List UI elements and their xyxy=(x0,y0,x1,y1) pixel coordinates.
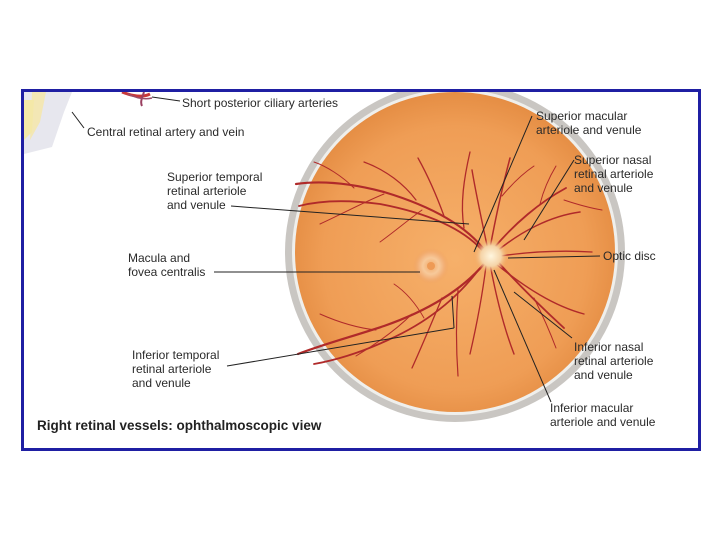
label-inferior-nasal-retinal-arteriole: Inferior nasal retinal arteriole and ven… xyxy=(574,340,653,382)
label-line: Inferior nasal xyxy=(574,340,644,354)
label-central-retinal-artery-and-vein: Central retinal artery and vein xyxy=(87,125,244,139)
fovea-centralis xyxy=(427,262,435,270)
label-line: fovea centralis xyxy=(128,265,206,279)
label-line: Superior macular xyxy=(536,109,628,123)
ciliary-artery-drawing xyxy=(121,92,153,107)
label-line: Superior nasal xyxy=(574,153,652,167)
label-line: and venule xyxy=(167,198,226,212)
fundus-illustration xyxy=(24,92,625,422)
figure-caption: Right retinal vessels: ophthalmoscopic v… xyxy=(37,418,322,433)
label-line: Inferior macular xyxy=(550,401,634,415)
label-inferior-temporal-retinal-arteriole: Inferior temporal retinal arteriole and … xyxy=(132,348,219,390)
label-line: retinal arteriole xyxy=(132,362,212,376)
label-line: retinal arteriole xyxy=(574,167,654,181)
figure-frame: Short posterior ciliary arteries Central… xyxy=(21,89,701,451)
eyeball-cross-section xyxy=(24,92,72,154)
label-line: Inferior temporal xyxy=(132,348,220,362)
label-line: retinal arteriole xyxy=(574,354,654,368)
fundus-retina xyxy=(295,92,615,412)
label-short-posterior-ciliary-arteries: Short posterior ciliary arteries xyxy=(182,96,338,110)
label-superior-temporal-retinal-arteriole: Superior temporal retinal arteriole and … xyxy=(167,170,262,212)
optic-disc xyxy=(474,239,508,273)
label-optic-disc: Optic disc xyxy=(603,249,656,263)
label-superior-macular-arteriole-and-venule: Superior macular arteriole and venule xyxy=(536,109,641,137)
label-line: Macula and xyxy=(128,251,191,265)
leader-lines xyxy=(71,96,601,403)
label-inferior-macular-arteriole-and-venule: Inferior macular arteriole and venule xyxy=(550,401,655,429)
retinal-vessels xyxy=(294,151,603,377)
label-line: and venule xyxy=(574,368,633,382)
label-superior-nasal-retinal-arteriole: Superior nasal retinal arteriole and ven… xyxy=(574,153,653,195)
label-macula-and-fovea-centralis: Macula and fovea centralis xyxy=(128,251,205,279)
label-line: Superior temporal xyxy=(167,170,263,184)
label-line: arteriole and venule xyxy=(536,123,642,137)
label-line: Short posterior ciliary arteries xyxy=(182,96,339,110)
label-line: Optic disc xyxy=(603,249,656,263)
label-line: arteriole and venule xyxy=(550,415,656,429)
label-line: retinal arteriole xyxy=(167,184,247,198)
label-line: Central retinal artery and vein xyxy=(87,125,245,139)
label-line: and venule xyxy=(132,376,191,390)
label-line: and venule xyxy=(574,181,633,195)
